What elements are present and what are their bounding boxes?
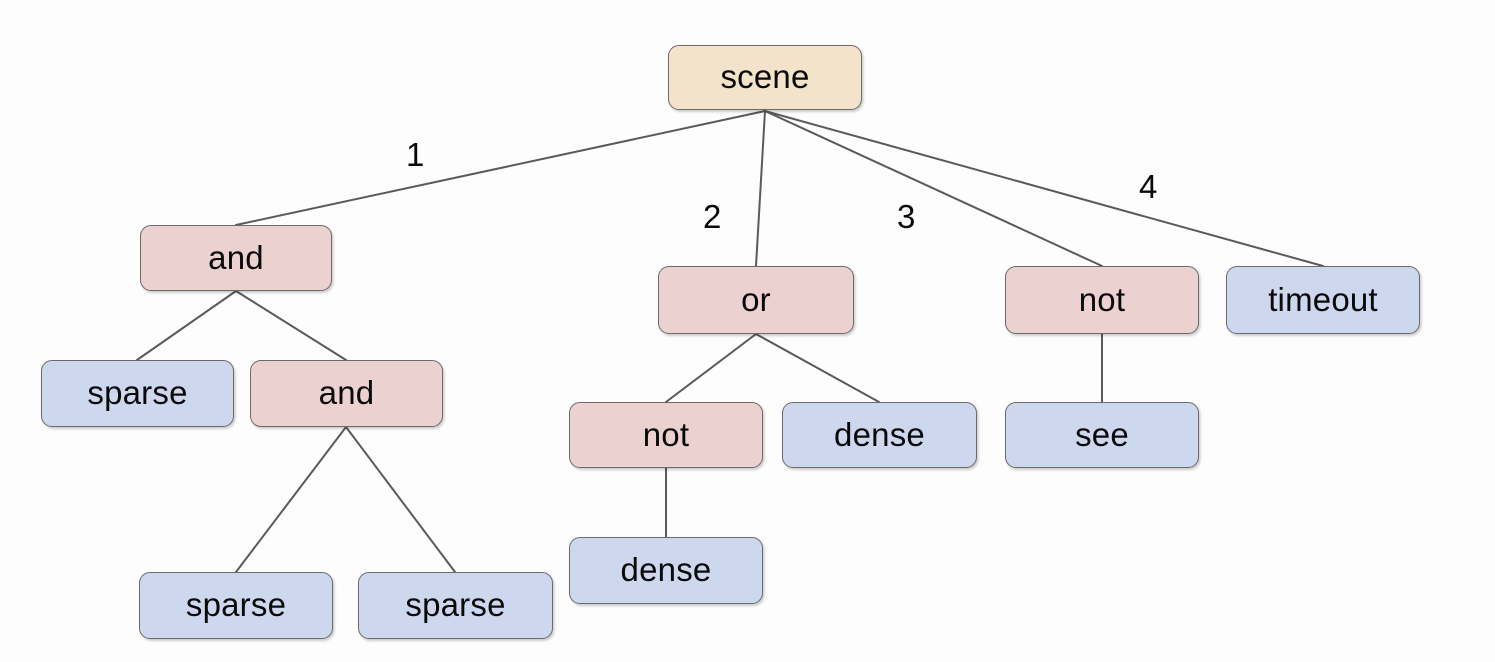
edge-order-label-1: 1 [406,136,425,173]
tree-edge-and1-to-sparse1 [136,290,237,361]
edge-order-label-2: 2 [703,198,722,235]
tree-node-timeout1[interactable]: timeout [1226,266,1420,334]
tree-node-sparse1[interactable]: sparse [41,360,234,427]
tree-node-label: sparse [87,374,188,411]
tree-node-label: or [741,280,771,318]
tree-node-dense1[interactable]: dense [782,402,977,468]
tree-edge-and2-to-sparse2 [235,426,347,573]
tree-node-label: sparse [185,586,287,623]
tree-edge-scene-to-or1 [755,110,766,267]
tree-node-label: dense [620,551,712,588]
tree-node-sparse2[interactable]: sparse [139,572,333,639]
tree-node-label: and [208,238,264,276]
tree-node-see1[interactable]: see [1005,402,1199,468]
edge-order-label-4: 4 [1139,168,1158,205]
tree-node-not1[interactable]: not [569,402,763,468]
tree-node-label: timeout [1268,280,1378,318]
tree-node-label: see [1075,415,1129,453]
tree-node-label: not [1078,280,1126,318]
tree-node-label: sparse [405,586,506,623]
tree-node-or1[interactable]: or [658,266,854,334]
tree-node-and2[interactable]: and [250,360,443,427]
tree-node-and1[interactable]: and [140,225,332,291]
tree-edge-and2-to-sparse3 [345,426,456,573]
tree-edge-and1-to-and2 [235,290,347,361]
tree-edge-scene-to-and1 [235,110,766,226]
tree-node-label: dense [834,415,925,453]
tree-node-not2[interactable]: not [1005,266,1199,334]
tree-node-label: not [642,415,690,453]
edge-order-label-3: 3 [897,198,916,235]
tree-node-label: and [318,374,375,411]
tree-edge-scene-to-not2 [764,110,1103,267]
tree-edge-scene-to-timeout1 [764,110,1324,267]
tree-node-dense2[interactable]: dense [569,537,763,604]
tree-node-sparse3[interactable]: sparse [358,572,553,639]
tree-node-scene[interactable]: scene [668,45,862,110]
tree-edge-or1-to-dense1 [755,333,880,403]
tree-edge-or1-to-not1 [665,333,757,403]
tree-node-label: scene [720,58,810,95]
